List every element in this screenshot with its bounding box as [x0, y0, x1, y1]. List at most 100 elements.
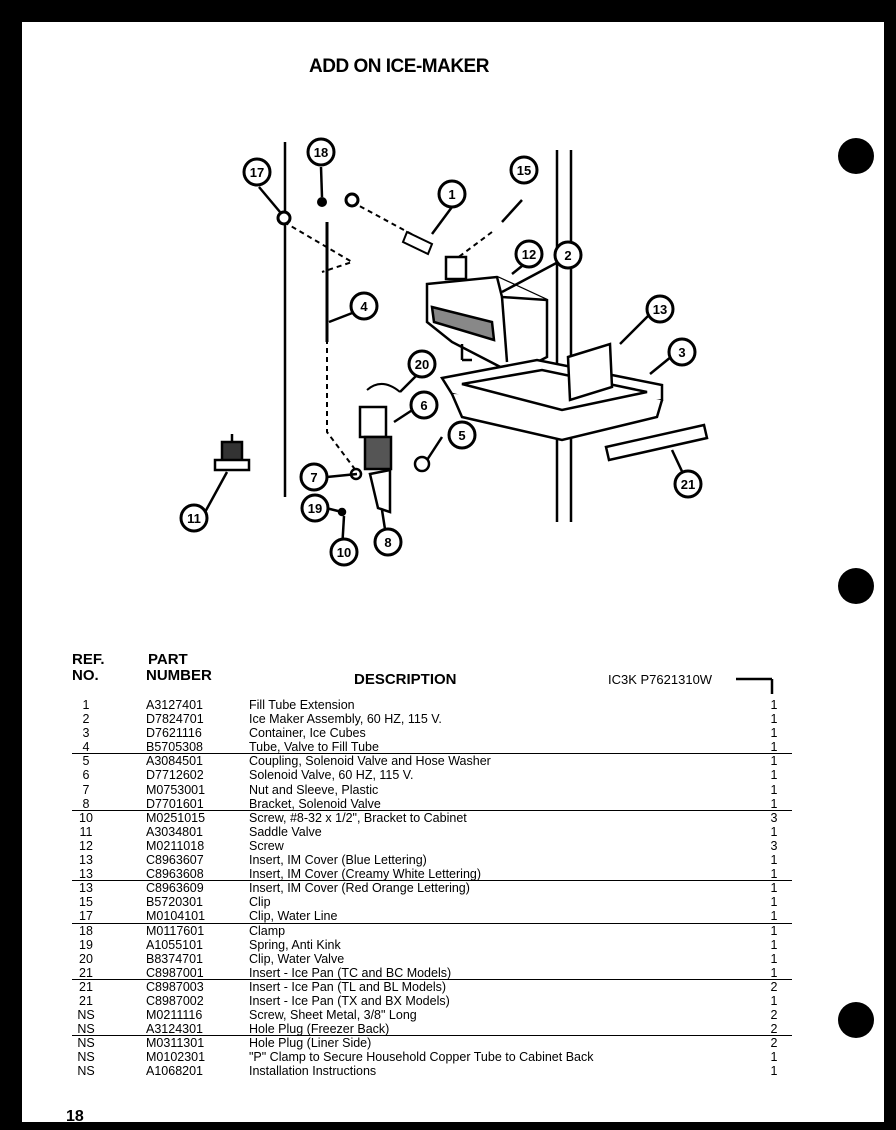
clamp-part — [317, 197, 327, 207]
ice-maker-assembly-part — [425, 255, 549, 376]
row-divider — [72, 809, 792, 811]
description-cell: Clamp — [249, 923, 286, 938]
table-row: 15 B5720301 Clip 1 — [22, 895, 884, 909]
description-cell: Insert - Ice Pan (TL and BL Models) — [249, 979, 447, 994]
callout-label: 6 — [420, 398, 427, 413]
ref-cell: 3 — [82, 726, 90, 741]
quantity-cell: 1 — [770, 768, 778, 783]
callout-label: 3 — [678, 345, 685, 360]
ref-cell: 15 — [79, 895, 93, 910]
ref-cell: 19 — [79, 937, 93, 952]
quantity-cell: 1 — [770, 895, 778, 910]
part-number-cell: D7621116 — [146, 726, 202, 741]
description-cell: Hole Plug (Freezer Back) — [249, 1022, 390, 1037]
clip-water-line-part — [276, 210, 292, 226]
description-cell: Bracket, Solenoid Valve — [249, 796, 381, 811]
ref-cell: 10 — [79, 810, 93, 825]
callout-label: 21 — [681, 477, 695, 492]
callout-10: 10 — [329, 537, 359, 567]
description-header: DESCRIPTION — [354, 671, 457, 688]
ref-cell: NS — [77, 1064, 95, 1079]
description-cell: Solenoid Valve, 60 HZ, 115 V. — [249, 768, 414, 783]
callout-13: 13 — [645, 294, 675, 324]
model-number: IC3K P7621310W — [608, 672, 713, 687]
part-number-cell: A3084501 — [146, 754, 204, 769]
description-cell: Ice Maker Assembly, 60 HZ, 115 V. — [249, 712, 442, 727]
description-cell: Tube, Valve to Fill Tube — [249, 740, 379, 755]
callout-label: 15 — [517, 163, 531, 178]
water-valve-clip-part — [366, 383, 401, 393]
callout-11: 11 — [179, 503, 209, 533]
callout-17: 17 — [242, 157, 272, 187]
quantity-cell: 2 — [770, 1008, 778, 1023]
binder-hole-bottom — [838, 1002, 874, 1038]
quantity-cell: 2 — [770, 1022, 778, 1037]
ref-cell: 20 — [79, 951, 93, 966]
part-number-cell: A1068201 — [146, 1064, 204, 1079]
quantity-cell: 1 — [770, 712, 778, 727]
binder-hole-middle — [838, 568, 874, 604]
callout-18: 18 — [306, 137, 336, 167]
ref-cell: 13 — [79, 867, 93, 882]
callout-label: 17 — [250, 165, 264, 180]
row-divider — [72, 1035, 792, 1037]
ref-cell: 7 — [82, 782, 90, 797]
model-bracket — [736, 677, 774, 694]
part-number-cell: C8987001 — [146, 965, 204, 980]
coupling-part — [344, 192, 360, 208]
ref-cell: 21 — [79, 993, 93, 1008]
callout-20: 20 — [407, 349, 437, 379]
quantity-cell: 1 — [770, 881, 778, 896]
quantity-cell: 3 — [770, 838, 778, 853]
callout-label: 2 — [564, 248, 571, 263]
table-row: 10 M0251015 Screw, #8-32 x 1/2", Bracket t… — [22, 811, 884, 825]
description-cell: Insert, IM Cover (Creamy White Lettering… — [249, 867, 482, 882]
ref-cell: NS — [77, 1022, 95, 1037]
quantity-cell: 1 — [770, 923, 778, 938]
description-cell: Insert, IM Cover (Blue Lettering) — [249, 853, 427, 868]
description-cell: Container, Ice Cubes — [249, 726, 366, 741]
part-number-cell: D7712602 — [146, 768, 204, 783]
quantity-cell: 2 — [770, 1036, 778, 1051]
solenoid-valve-part — [337, 405, 431, 517]
routing-lines — [283, 201, 493, 473]
callout-5: 5 — [447, 420, 477, 450]
description-cell: Clip — [249, 895, 271, 910]
callout-6: 6 — [409, 390, 439, 420]
quantity-cell: 1 — [770, 754, 778, 769]
ref-cell: 5 — [82, 754, 90, 769]
description-cell: Clip, Water Line — [249, 909, 338, 924]
description-cell: Saddle Valve — [249, 824, 322, 839]
part-number-cell: M0251015 — [146, 810, 206, 825]
part-number-cell: B5720301 — [146, 895, 204, 910]
row-divider — [72, 880, 792, 882]
description-cell: Insert - Ice Pan (TX and BX Models) — [249, 993, 450, 1008]
quantity-cell: 1 — [770, 867, 778, 882]
ref-cell: 18 — [79, 923, 93, 938]
ref-cell: NS — [77, 1008, 95, 1023]
part-number-cell: M0311301 — [146, 1036, 205, 1051]
ref-cell: 11 — [79, 824, 93, 839]
description-cell: Screw, #8-32 x 1/2", Bracket to Cabinet — [249, 810, 467, 825]
callout-label: 10 — [337, 545, 351, 560]
part-number-cell: B8374701 — [146, 951, 204, 966]
part-number-cell: D7701601 — [146, 796, 204, 811]
callout-label: 4 — [360, 299, 368, 314]
callout-4: 4 — [349, 291, 379, 321]
row-divider — [72, 753, 792, 755]
ice-container-part — [439, 358, 664, 442]
part-number-cell: C8987003 — [146, 979, 204, 994]
